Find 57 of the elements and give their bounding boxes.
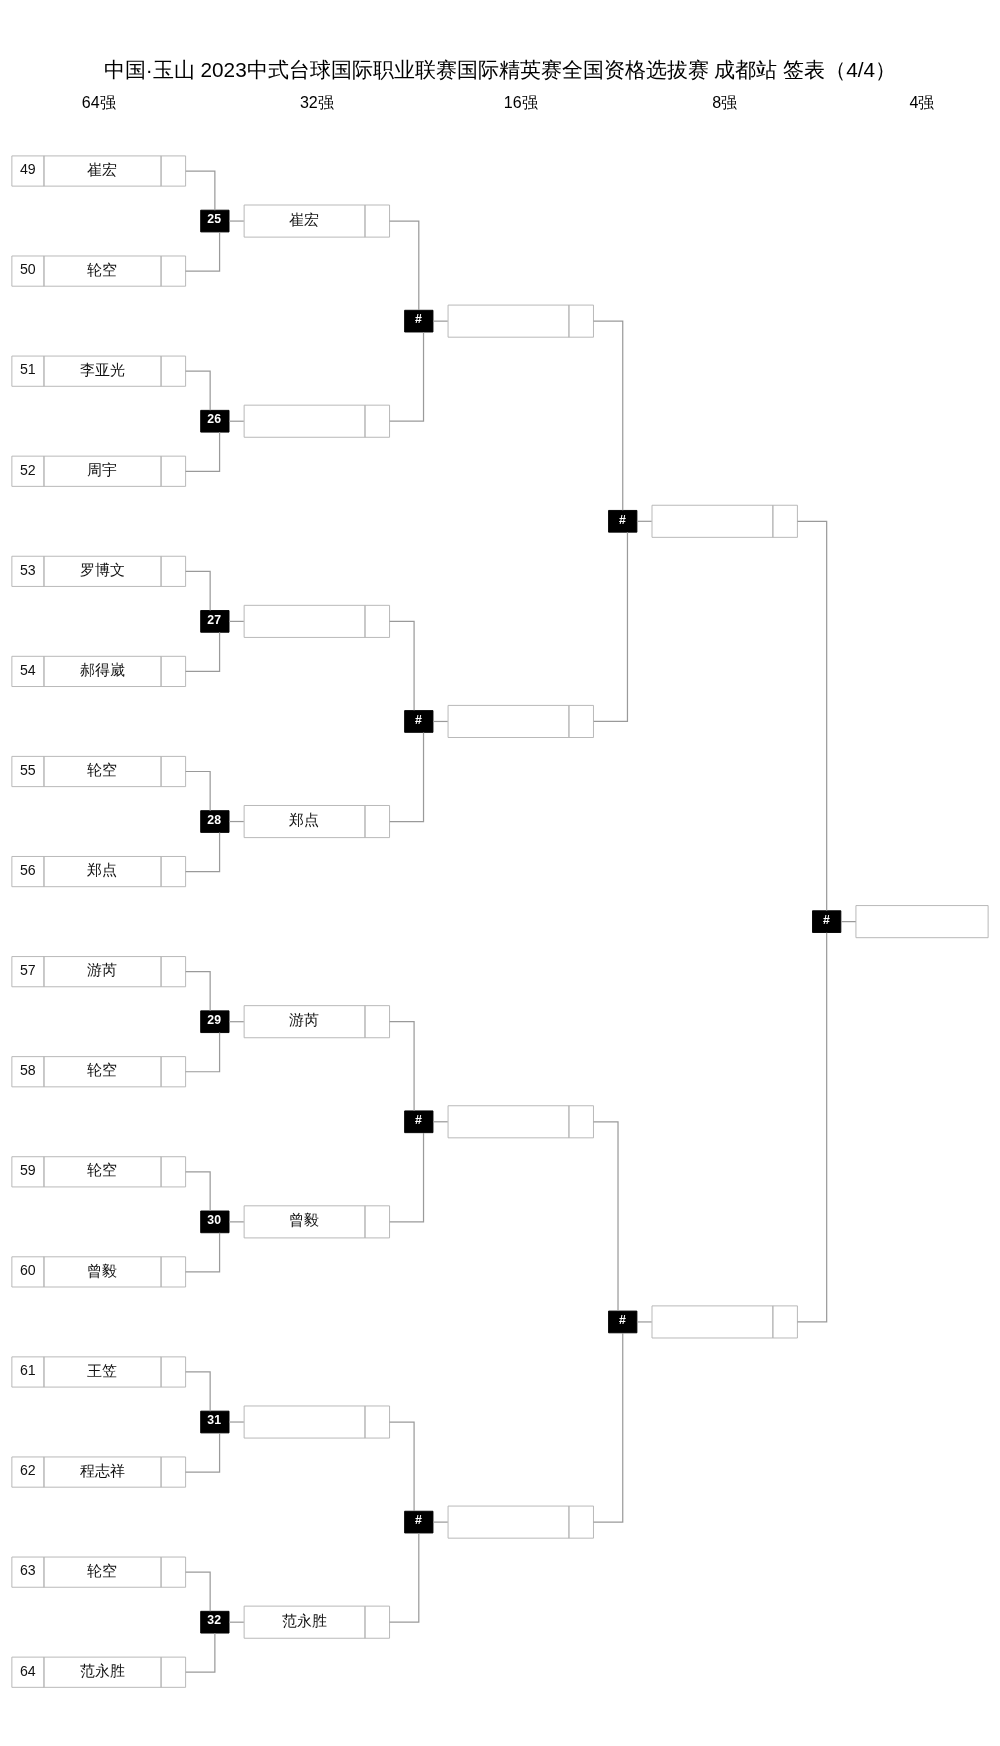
node-box: 27 <box>200 610 230 633</box>
node-box: 31 <box>200 1410 230 1434</box>
node-box: # <box>404 1510 434 1534</box>
connector <box>389 731 425 823</box>
node-box: 29 <box>200 1010 230 1034</box>
node-box: # <box>404 710 434 733</box>
node-box: 25 <box>200 209 230 233</box>
connector <box>388 220 420 311</box>
diagram-title: 中国·玉山 2023中式台球国际职业联赛国际精英赛全国资格选拔赛 成都站 签表（4/4） <box>103 58 897 82</box>
connector <box>592 1121 619 1312</box>
connector <box>185 431 221 472</box>
connector <box>185 370 211 411</box>
connector <box>432 1521 449 1523</box>
node-box: # <box>608 509 638 533</box>
node-box: # <box>812 910 842 933</box>
label: 64强 <box>81 92 116 111</box>
connector <box>185 1371 211 1412</box>
connector <box>228 1221 245 1223</box>
connector <box>388 1021 415 1112</box>
node-box: # <box>608 1310 638 1334</box>
connector <box>593 531 629 723</box>
node-box: 28 <box>200 810 230 833</box>
connector <box>796 932 828 1323</box>
connector <box>592 1332 624 1523</box>
connector <box>185 770 211 812</box>
connector <box>185 1632 216 1673</box>
label: 8强 <box>712 92 738 111</box>
node-box: # <box>404 309 434 333</box>
connector <box>185 1571 211 1612</box>
node-box: # <box>404 1110 434 1134</box>
connector <box>388 620 415 711</box>
connector <box>389 331 425 422</box>
label: 32强 <box>299 92 334 111</box>
connector <box>185 1232 221 1273</box>
connector <box>185 831 221 873</box>
connector <box>432 320 449 322</box>
connector <box>185 1432 221 1473</box>
connector <box>185 170 216 211</box>
node-box: 26 <box>200 409 230 433</box>
connector <box>185 1031 221 1073</box>
node-box: 32 <box>200 1610 230 1634</box>
connector <box>185 231 221 272</box>
connector <box>388 1421 415 1512</box>
connector <box>389 1132 425 1223</box>
label: 4强 <box>909 92 935 111</box>
connector <box>185 1171 211 1212</box>
connector <box>185 971 211 1012</box>
connector <box>636 1321 653 1323</box>
node-box: 30 <box>200 1210 230 1234</box>
connector <box>388 1532 420 1623</box>
label: 16强 <box>503 92 538 111</box>
connector <box>185 570 211 612</box>
connector <box>592 320 624 511</box>
connector <box>185 631 221 673</box>
connector <box>228 1421 245 1423</box>
connector <box>228 220 245 222</box>
connector <box>796 520 828 912</box>
